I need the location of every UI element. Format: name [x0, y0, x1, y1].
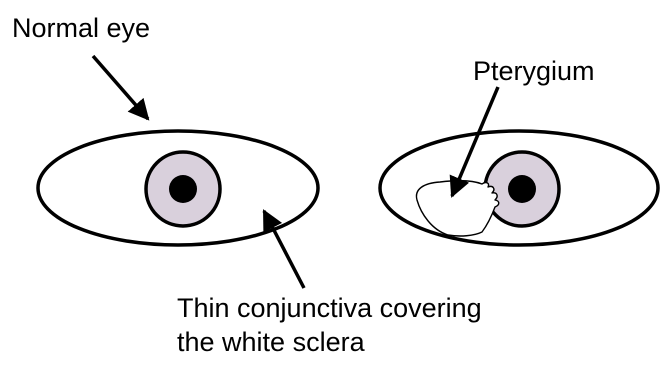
conjunctiva-label-line2: the white sclera [177, 326, 365, 358]
pterygium-eye-pupil [508, 175, 536, 203]
conjunctiva-label-line1: Thin conjunctiva covering [177, 292, 482, 324]
normal-eye-pupil [169, 175, 197, 203]
pterygium-eye [380, 131, 658, 245]
normal-eye-label: Normal eye [12, 12, 150, 44]
normal-eye-arrow [93, 56, 148, 119]
normal-eye [38, 131, 318, 245]
pterygium-label: Pterygium [473, 55, 595, 87]
